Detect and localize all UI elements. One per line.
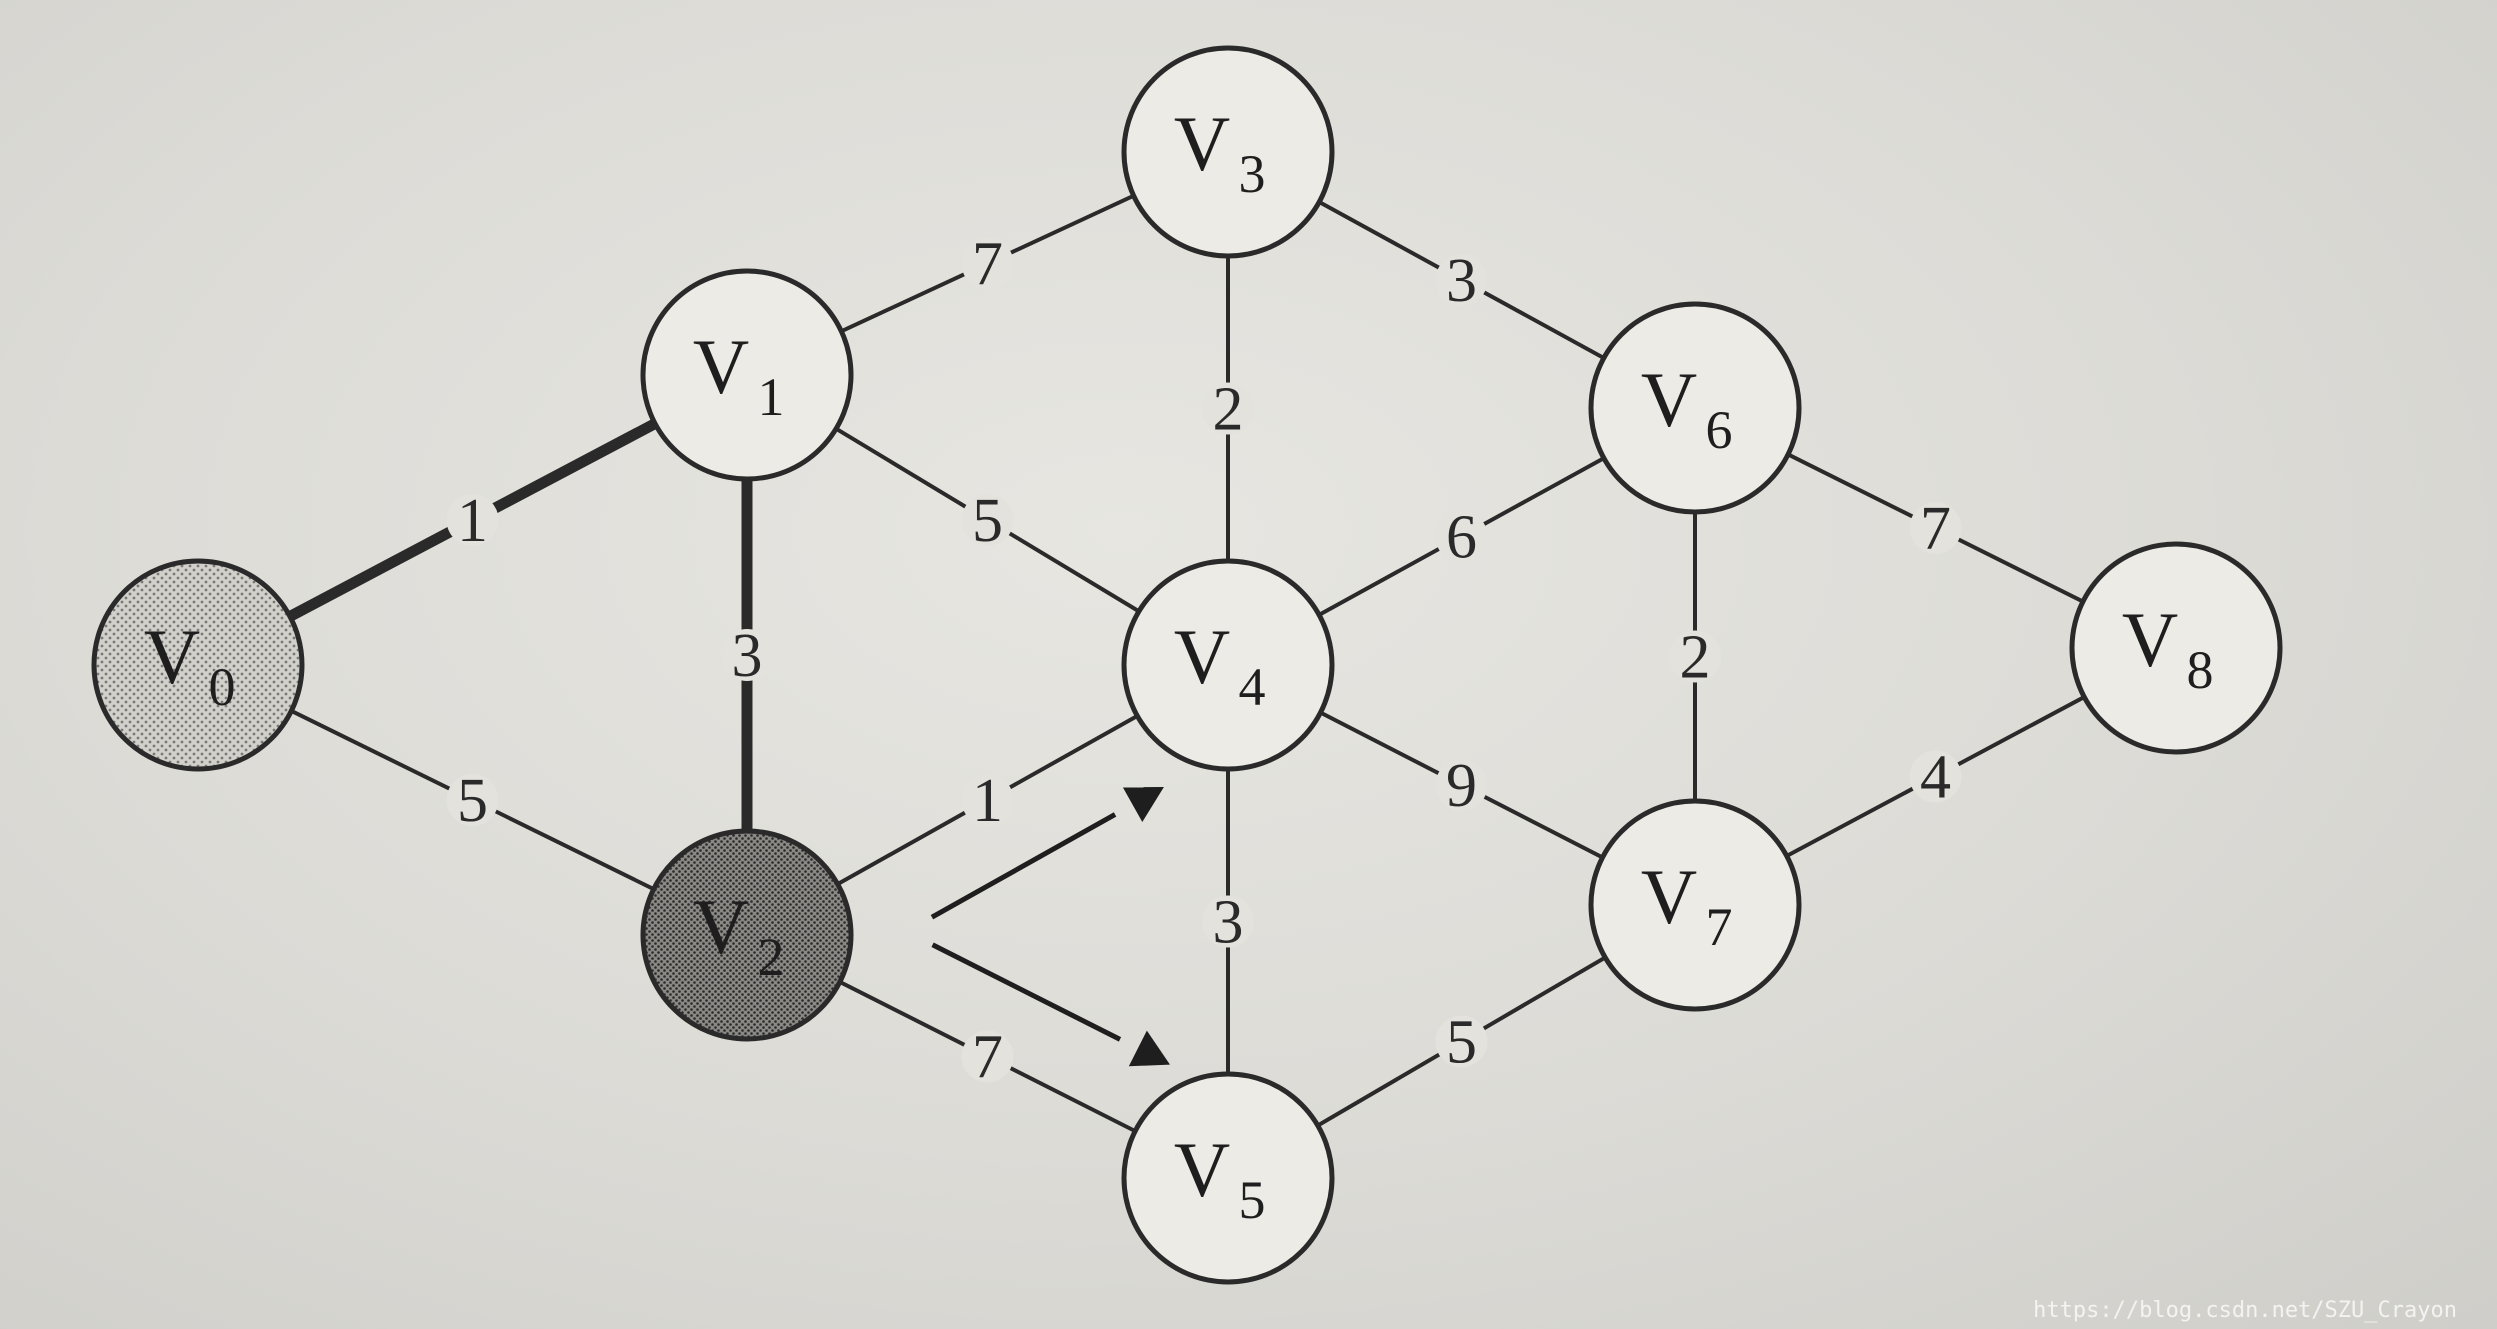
edge-weight-v2-v4: 1 bbox=[972, 767, 1003, 835]
node-circle bbox=[640, 828, 854, 1042]
edge-weight-bg bbox=[1435, 254, 1488, 306]
node-circle bbox=[1588, 301, 1802, 515]
edge-weight-v3-v6: 3 bbox=[1446, 247, 1477, 315]
edge-weight-bg bbox=[1435, 510, 1488, 563]
node-letter: V bbox=[1174, 613, 1230, 700]
node-subscript: 3 bbox=[1239, 144, 1266, 204]
node-letter: V bbox=[1174, 1126, 1230, 1213]
node-letter: V bbox=[693, 883, 749, 970]
edge-weight-bg bbox=[1202, 895, 1254, 948]
node-letter: V bbox=[693, 323, 749, 410]
edge-weight-v5-v7: 5 bbox=[1446, 1009, 1477, 1077]
node-circle bbox=[2069, 541, 2283, 755]
watermark-text: https://blog.csdn.net/SZU_Crayon bbox=[2033, 1298, 2457, 1323]
arrows-layer bbox=[930, 786, 1170, 1067]
node-subscript: 2 bbox=[758, 927, 785, 987]
edge-weight-v4-v5: 3 bbox=[1213, 889, 1244, 957]
direction-arrow-v2-v5 bbox=[931, 942, 1170, 1067]
edge-weight-v4-v7: 9 bbox=[1446, 752, 1477, 820]
node-letter: V bbox=[144, 613, 200, 700]
node-circle bbox=[1121, 558, 1335, 772]
edge-weight-bg bbox=[446, 494, 499, 546]
edge-weight-bg bbox=[446, 774, 499, 826]
arrow-head bbox=[1128, 1030, 1170, 1067]
arrow-head bbox=[1122, 786, 1164, 823]
edge-weight-v1-v2: 3 bbox=[732, 622, 763, 690]
node-letter: V bbox=[2122, 596, 2178, 683]
edge-weight-v2-v5: 7 bbox=[972, 1024, 1003, 1092]
edge-weight-v1-v4: 5 bbox=[972, 487, 1003, 555]
edge-weight-bg bbox=[1909, 750, 1962, 803]
node-subscript: 4 bbox=[1239, 657, 1266, 717]
node-circle bbox=[1121, 1071, 1335, 1285]
node-subscript: 0 bbox=[209, 657, 236, 717]
edge-weight-bg bbox=[1909, 502, 1962, 554]
edge-weight-v0-v2: 5 bbox=[457, 767, 488, 835]
node-circle bbox=[640, 268, 854, 482]
node-letter: V bbox=[1641, 356, 1697, 443]
node-letter: V bbox=[1174, 100, 1230, 187]
edge-weight-v3-v4: 2 bbox=[1213, 376, 1244, 444]
edge-weight-bg bbox=[961, 774, 1014, 826]
edge-weight-v6-v8: 7 bbox=[1920, 495, 1951, 563]
edge-weight-v7-v8: 4 bbox=[1920, 744, 1951, 812]
node-circle bbox=[91, 558, 305, 772]
node-subscript: 7 bbox=[1706, 897, 1733, 957]
direction-arrow-v2-v4 bbox=[930, 786, 1164, 920]
node-subscript: 8 bbox=[2187, 640, 2214, 700]
edge-weight-bg bbox=[721, 629, 773, 681]
edge-weight-bg bbox=[961, 494, 1014, 546]
node-subscript: 1 bbox=[758, 367, 785, 427]
edge-weight-bg bbox=[961, 237, 1014, 290]
edge-weight-bg bbox=[1669, 630, 1721, 683]
node-subscript: 5 bbox=[1239, 1170, 1266, 1230]
arrow-shaft bbox=[931, 942, 1122, 1042]
edge-weight-v1-v3: 7 bbox=[972, 231, 1003, 299]
edge-weight-v4-v6: 6 bbox=[1446, 504, 1477, 572]
edge-weight-bg bbox=[1202, 382, 1254, 435]
node-circle bbox=[1588, 798, 1802, 1012]
arrow-shaft bbox=[930, 812, 1117, 920]
edge-weight-v6-v7: 2 bbox=[1680, 624, 1711, 692]
node-letter: V bbox=[1641, 853, 1697, 940]
edge-weight-bg bbox=[961, 1030, 1014, 1083]
edge-weight-v0-v1: 1 bbox=[457, 487, 488, 555]
edge-weight-bg bbox=[1435, 1015, 1488, 1068]
edge-weight-bg bbox=[1435, 759, 1488, 811]
node-circle bbox=[1121, 45, 1335, 259]
node-subscript: 6 bbox=[1706, 400, 1733, 460]
